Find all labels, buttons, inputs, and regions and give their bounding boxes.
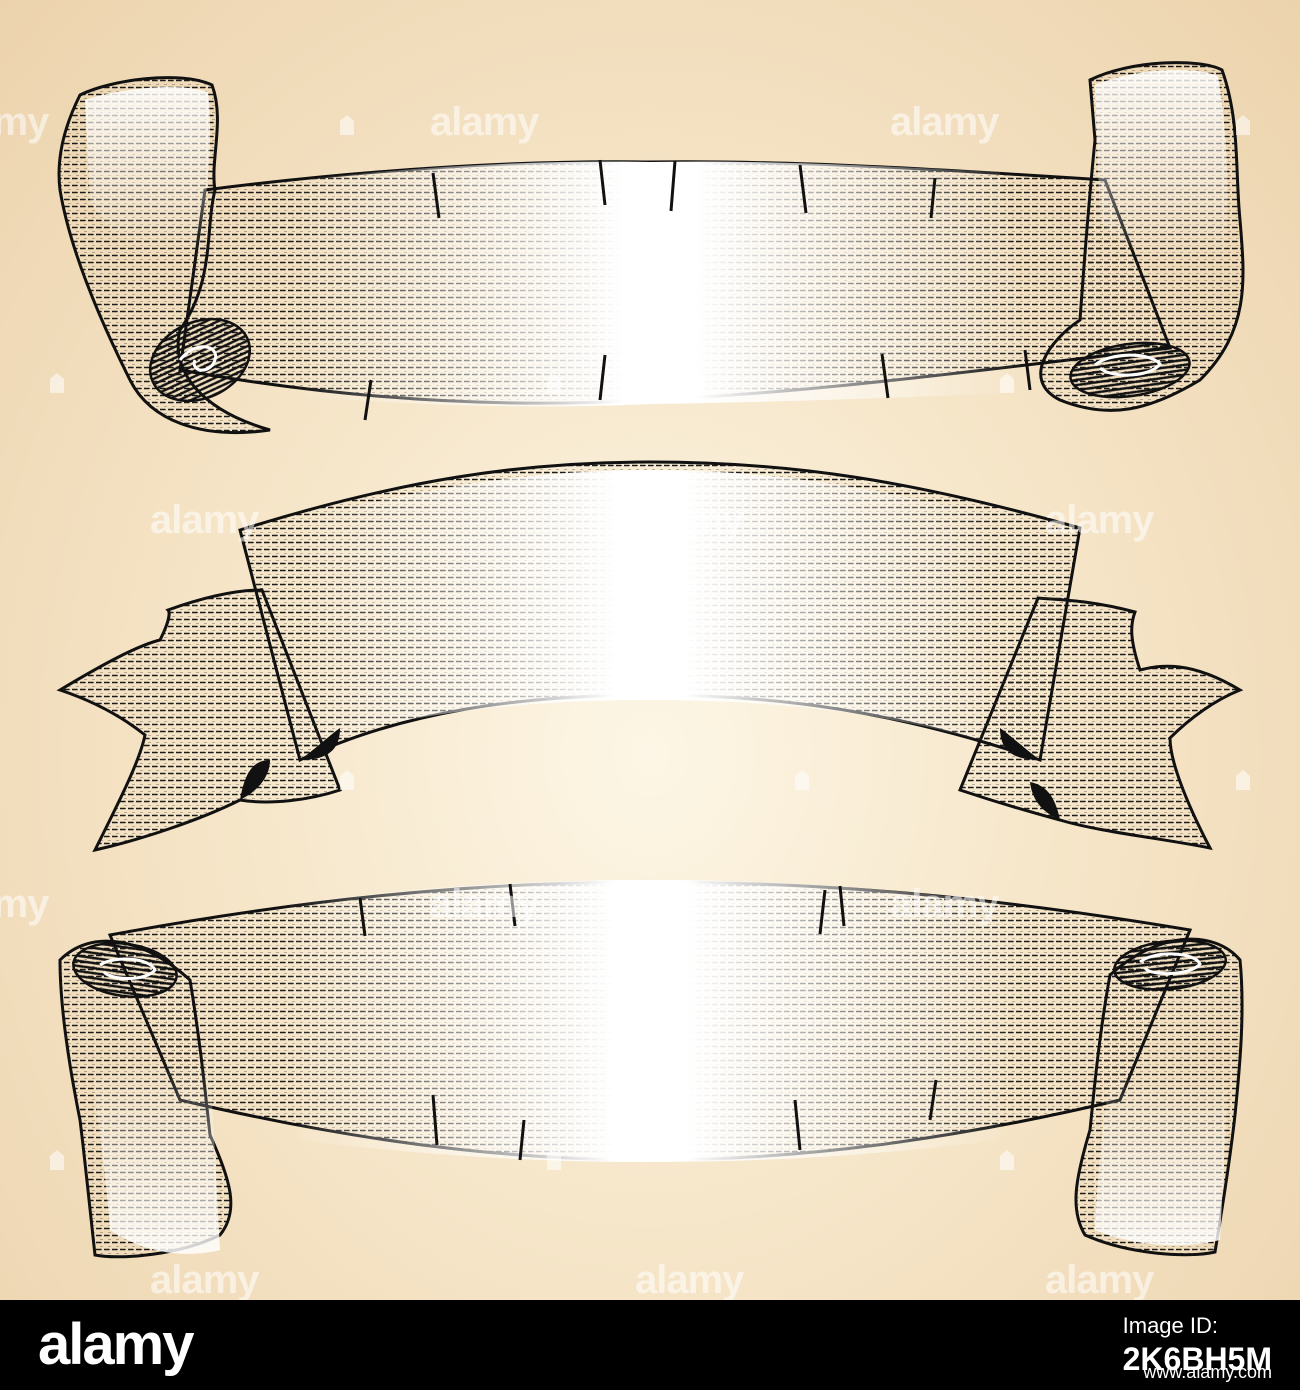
footer-logo[interactable]: alamy [38,1312,194,1377]
banner-illustration [56,61,1245,1259]
footer-site-link[interactable]: www.alamy.com [1143,1362,1272,1382]
middle-ribbon-banner [56,460,1244,853]
bottom-scroll-banner [58,880,1244,1259]
footer-bar: alamy Image ID: 2K6BH5M www.alamy.com [0,1300,1300,1390]
top-scroll-banner [57,61,1245,434]
artboard: alamy alamy alamy alamy alamy alamy alam… [0,0,1300,1300]
image-id-block: Image ID: 2K6BH5M [1123,1312,1272,1378]
image-id-value: 2K6BH5M [1122,1341,1272,1377]
image-id-label: Image ID: [1122,1313,1218,1338]
